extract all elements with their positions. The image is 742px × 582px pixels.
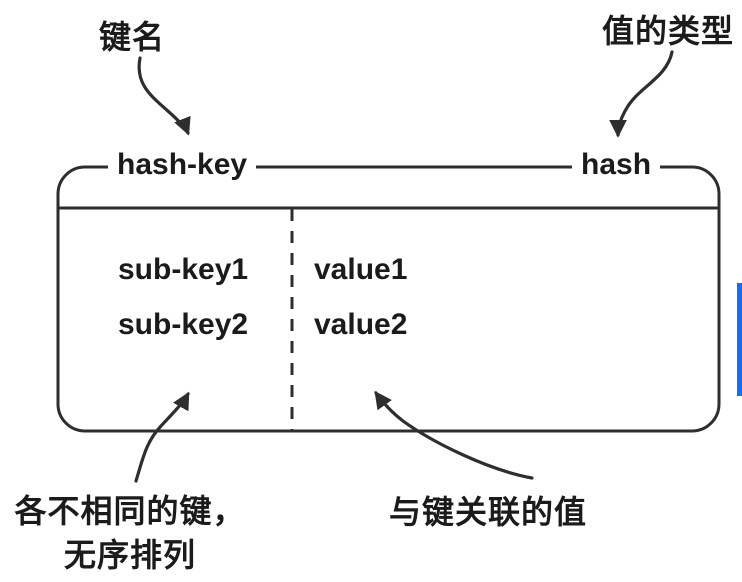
hash-type-label: hash bbox=[572, 150, 661, 180]
key-name-annotation: 键名 bbox=[99, 19, 166, 55]
value-2-cell: value2 bbox=[314, 308, 408, 341]
arrow-value-type-icon bbox=[609, 50, 674, 138]
value-1-cell: value1 bbox=[314, 253, 408, 286]
sub-key-1-cell: sub-key1 bbox=[118, 253, 249, 286]
distinct-keys-annotation-line1: 各不相同的键， bbox=[14, 493, 246, 529]
arrow-key-name-icon bbox=[137, 56, 191, 136]
distinct-keys-annotation-line2: 无序排列 bbox=[63, 537, 196, 573]
sub-key-2-cell: sub-key2 bbox=[118, 308, 249, 341]
hash-key-label: hash-key bbox=[108, 150, 257, 180]
associated-values-annotation: 与键关联的值 bbox=[389, 494, 588, 530]
right-edge-accent-bar bbox=[737, 283, 742, 396]
hash-box-outline bbox=[56, 165, 721, 433]
distinct-keys-annotation: 各不相同的键， 无序排列 bbox=[8, 489, 252, 577]
arrow-distinct-keys-icon bbox=[134, 391, 190, 483]
arrow-associated-values-icon bbox=[374, 390, 534, 480]
value-type-annotation: 值的类型 bbox=[602, 13, 735, 49]
